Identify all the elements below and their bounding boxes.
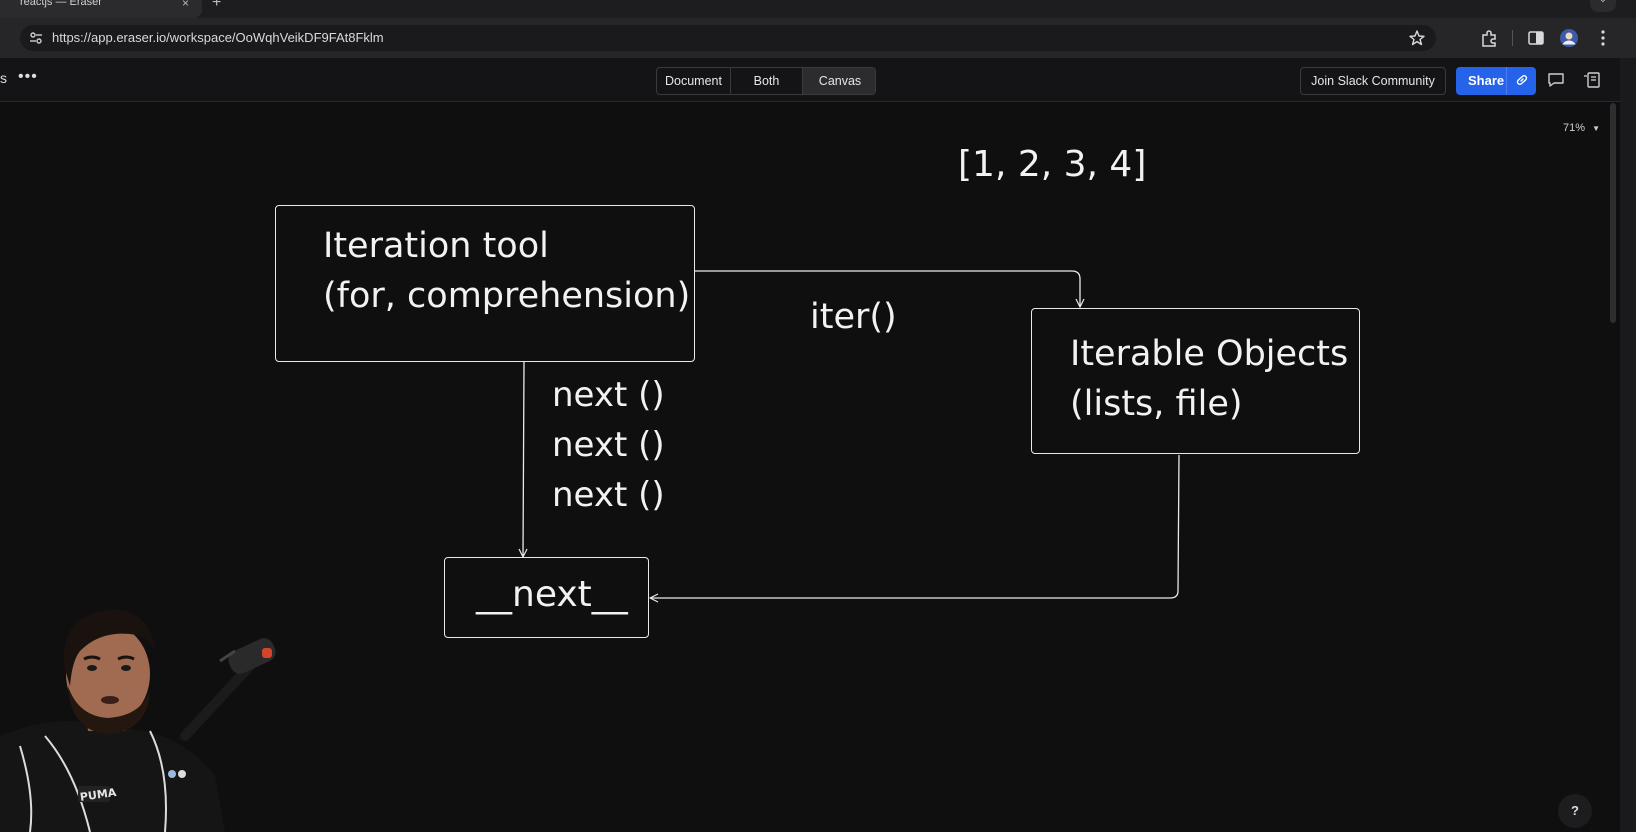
chevron-down-icon: ▼ [1592, 124, 1601, 133]
share-divider [1506, 67, 1507, 95]
next-call-label[interactable]: next () [552, 425, 665, 465]
browser-tab-strip: reactjs — Eraser × + ⌄ [0, 0, 1636, 18]
breadcrumb[interactable]: s [0, 70, 7, 86]
next-call-label[interactable]: next () [552, 475, 665, 515]
iteration-tool-title: Iteration tool [323, 226, 549, 266]
help-button[interactable]: ? [1558, 794, 1592, 828]
iteration-tool-box[interactable] [275, 205, 695, 362]
browser-tab-title: reactjs — Eraser [20, 0, 102, 8]
iterable-objects-title: Iterable Objects [1070, 334, 1349, 374]
browser-address-row: https://app.eraser.io/workspace/OoWqhVei… [0, 18, 1636, 58]
share-button-label: Share [1468, 73, 1505, 88]
zoom-level-value: 71% [1563, 122, 1586, 134]
url-text[interactable]: https://app.eraser.io/workspace/OoWqhVei… [52, 30, 384, 45]
browser-menu-icon[interactable] [1592, 27, 1614, 49]
profile-avatar-icon[interactable] [1558, 27, 1580, 49]
view-canvas-button[interactable]: Canvas [803, 68, 875, 94]
iteration-tool-subtitle: (for, comprehension) [323, 276, 691, 316]
iterable-objects-subtitle: (lists, file) [1070, 384, 1243, 424]
right-edge-panel [1620, 58, 1636, 832]
zoom-level-dropdown[interactable]: 71% ▼ [1563, 122, 1600, 134]
copy-link-icon[interactable] [1514, 72, 1530, 88]
bookmark-star-icon[interactable] [1408, 29, 1426, 47]
address-bar[interactable]: https://app.eraser.io/workspace/OoWqhVei… [20, 25, 1436, 51]
iterable-objects-box[interactable] [1031, 308, 1360, 454]
comments-icon[interactable] [1546, 70, 1566, 90]
outline-panel-icon[interactable] [1582, 70, 1602, 90]
presenter-webcam-overlay: PUMA [0, 609, 276, 832]
next-dunder-box[interactable] [444, 557, 649, 638]
view-mode-switcher: Document Both Canvas [656, 67, 876, 95]
toolbar-divider [1512, 30, 1513, 46]
svg-text:PUMA: PUMA [79, 786, 117, 804]
array-literal-text[interactable]: [1, 2, 3, 4] [958, 144, 1147, 185]
iter-function-label[interactable]: iter() [810, 297, 897, 337]
app-toolbar: s ••• Document Both Canvas Join Slack Co… [0, 58, 1620, 102]
site-settings-icon[interactable] [28, 30, 44, 46]
new-tab-icon[interactable]: + [212, 0, 222, 11]
side-panel-icon[interactable] [1525, 27, 1547, 49]
canvas-scrollbar[interactable] [1610, 103, 1616, 323]
next-dunder-label: __next__ [476, 574, 628, 615]
next-call-label[interactable]: next () [552, 375, 665, 415]
more-options-icon[interactable]: ••• [18, 68, 38, 85]
view-both-button[interactable]: Both [731, 68, 803, 94]
extensions-icon[interactable] [1478, 27, 1500, 49]
tab-search-icon[interactable]: ⌄ [1590, 0, 1616, 12]
join-slack-button[interactable]: Join Slack Community [1300, 67, 1446, 95]
view-document-button[interactable]: Document [657, 68, 731, 94]
close-tab-icon[interactable]: × [182, 0, 190, 10]
browser-tab[interactable]: reactjs — Eraser × [0, 0, 202, 18]
share-button[interactable]: Share [1456, 67, 1536, 95]
